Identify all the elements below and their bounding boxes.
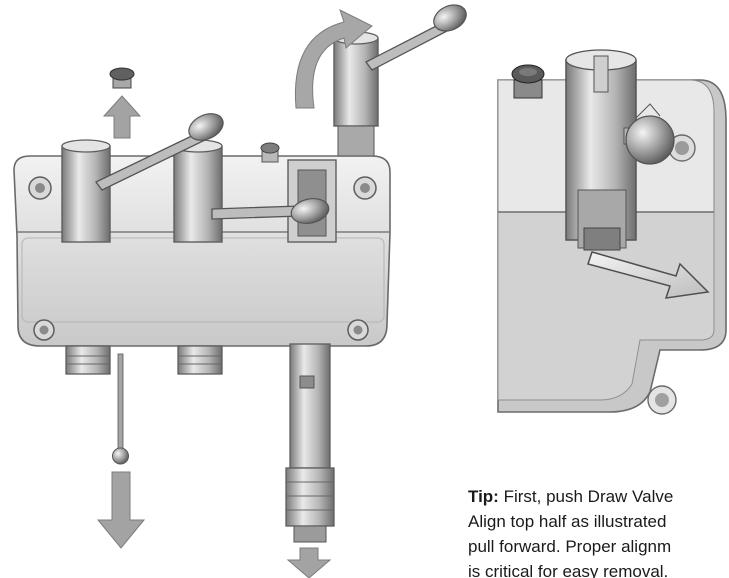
removed-draw-valve [333, 4, 467, 157]
screw-icon [347, 319, 369, 341]
screw-icon [28, 176, 52, 200]
removed-plug [109, 67, 135, 89]
screw-icon [353, 176, 377, 200]
valve-housing-assembly [13, 4, 467, 578]
detail-draw-valve [565, 49, 675, 251]
removed-valve-plunger [285, 343, 335, 543]
tip-label: Tip: [468, 487, 499, 506]
arrow-down-icon [286, 547, 332, 578]
arrow-up-icon [102, 95, 142, 139]
screw-icon [33, 319, 55, 341]
bottom-spout-left [65, 345, 111, 375]
curved-rotate-arrow-icon [294, 9, 373, 109]
left-valve-handle [95, 113, 224, 191]
arrow-forward-icon [587, 251, 710, 299]
tip-line-3: pull forward. Proper alignm [468, 537, 672, 556]
tip-line-4: is critical for easy removal. [468, 562, 669, 578]
tip-line-1: Tip: First, push Draw Valve [468, 484, 729, 509]
screw-icon [647, 385, 677, 415]
tip-line-1-text: First, push Draw Valve [498, 487, 674, 506]
tip-text: Tip: First, push Draw Valve Align top ha… [468, 484, 729, 578]
middle-draw-valve [173, 139, 223, 243]
brush-rod [112, 353, 129, 465]
arrow-down-icon [96, 471, 146, 549]
bottom-spout-middle [177, 345, 223, 375]
middle-valve-handle [211, 198, 330, 224]
tip-line-2: Align top half as illustrated [468, 512, 667, 531]
priming-plug [260, 142, 280, 163]
detail-view [497, 49, 727, 415]
left-draw-valve [61, 139, 111, 243]
priming-plug [511, 64, 545, 99]
